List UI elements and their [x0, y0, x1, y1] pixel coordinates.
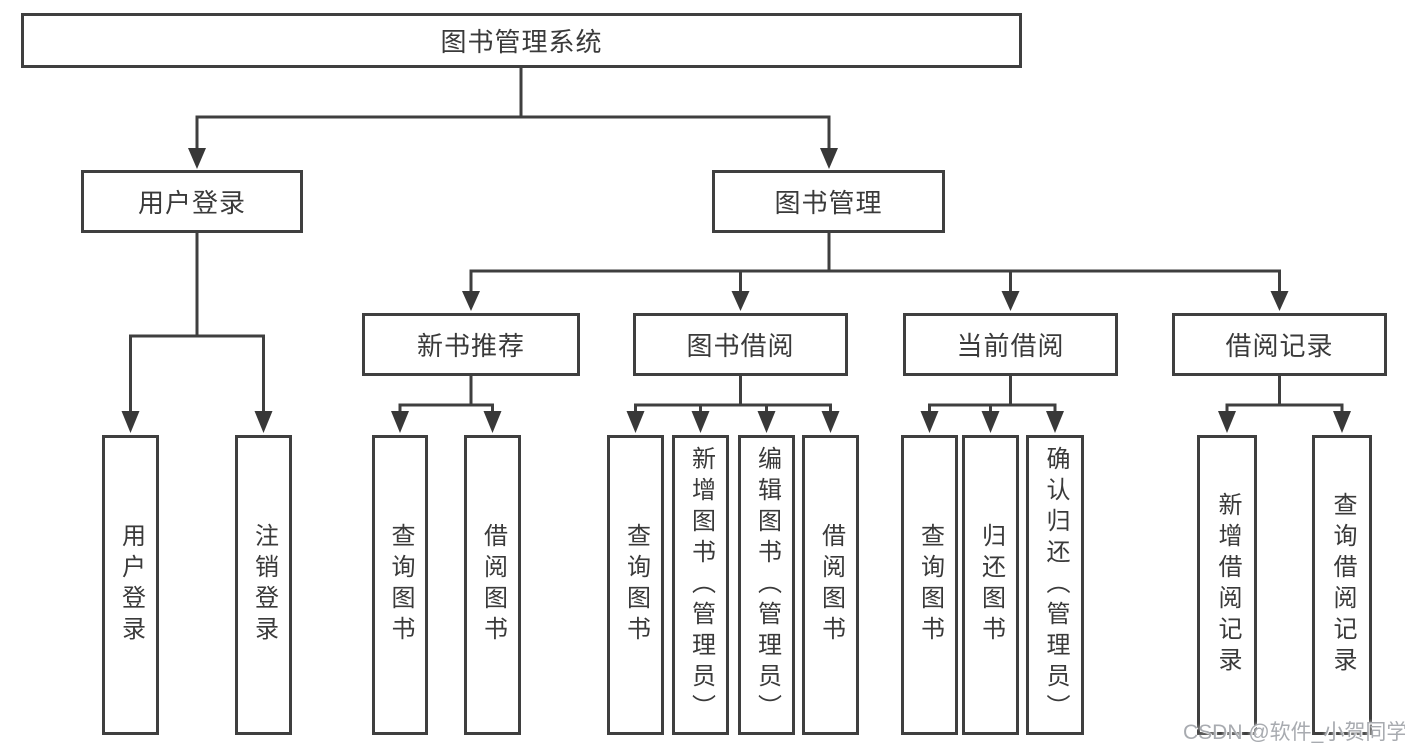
arrow-icon — [1270, 291, 1289, 311]
connector-root-to-level2 — [195, 64, 831, 152]
leaf-query-books-recommend-label: 查询图书 — [387, 523, 414, 647]
node-user-login: 用户登录 — [81, 170, 303, 233]
connector-current-to-leaves — [928, 372, 1057, 414]
leaf-logout-login-label: 注销登录 — [250, 523, 278, 647]
arrow-icon — [821, 411, 840, 433]
leaf-query-books-borrow: 查询图书 — [607, 435, 664, 735]
leaf-borrow-books-recommend: 借阅图书 — [464, 435, 521, 735]
arrow-icon — [1046, 411, 1064, 433]
arrow-icon — [188, 148, 206, 169]
connector-recommend-to-leaves — [398, 372, 494, 414]
leaf-borrow-books-recommend-label: 借阅图书 — [479, 523, 507, 647]
leaf-user-login-label: 用户登录 — [117, 523, 145, 647]
arrow-icon — [121, 411, 140, 433]
arrowheads — [121, 148, 1351, 433]
leaf-query-borrow-record-label: 查询借阅记录 — [1329, 492, 1356, 678]
arrow-icon — [391, 411, 409, 433]
leaf-add-borrow-record: 新增借阅记录 — [1197, 435, 1257, 735]
node-root: 图书管理系统 — [21, 13, 1022, 68]
leaf-confirm-return-admin: 确认归还（管理员） — [1026, 435, 1084, 735]
leaf-borrow-books-label: 借阅图书 — [817, 523, 845, 647]
arrow-icon — [254, 411, 273, 433]
node-book-management-label: 图书管理 — [774, 188, 883, 218]
leaf-borrow-books: 借阅图书 — [802, 435, 859, 735]
arrow-icon — [820, 148, 838, 169]
leaf-edit-books-admin: 编辑图书（管理员） — [738, 435, 795, 735]
arrow-icon — [626, 411, 645, 433]
arrow-icon — [757, 411, 776, 433]
leaf-query-books-recommend: 查询图书 — [372, 435, 428, 735]
leaf-confirm-return-admin-label: 确认归还（管理员） — [1042, 445, 1069, 725]
connector-borrow-to-leaves — [634, 372, 832, 414]
arrow-icon — [731, 291, 750, 311]
node-borrow-records-label: 借阅记录 — [1225, 331, 1334, 361]
leaf-add-books-admin-label: 新增图书（管理员） — [687, 445, 715, 725]
leaf-user-login: 用户登录 — [102, 435, 159, 735]
node-new-book-recommend: 新书推荐 — [362, 313, 580, 376]
arrow-icon — [1218, 411, 1236, 433]
csdn-watermark: CSDN @软件_小贺同学 — [1183, 721, 1405, 744]
arrow-icon — [1333, 411, 1351, 433]
node-borrow-records: 借阅记录 — [1172, 313, 1387, 376]
arrow-icon — [981, 411, 1000, 433]
arrow-icon — [691, 411, 710, 433]
leaf-add-borrow-record-label: 新增借阅记录 — [1214, 492, 1241, 678]
arrow-icon — [462, 291, 480, 311]
leaf-return-books-label: 归还图书 — [977, 523, 1005, 647]
arrow-icon — [920, 411, 939, 433]
leaf-query-books-borrow-label: 查询图书 — [622, 523, 650, 647]
leaf-edit-books-admin-label: 编辑图书（管理员） — [753, 445, 781, 725]
leaf-add-books-admin: 新增图书（管理员） — [672, 435, 729, 735]
leaf-query-books-current: 查询图书 — [901, 435, 958, 735]
leaf-query-books-current-label: 查询图书 — [916, 523, 944, 647]
node-current-borrow-label: 当前借阅 — [956, 331, 1065, 361]
leaf-return-books: 归还图书 — [962, 435, 1019, 735]
node-user-login-label: 用户登录 — [137, 188, 246, 218]
arrow-icon — [1001, 291, 1020, 311]
connector-records-to-leaves — [1225, 372, 1344, 414]
leaf-query-borrow-record: 查询借阅记录 — [1312, 435, 1372, 735]
node-current-borrow: 当前借阅 — [903, 313, 1118, 376]
node-book-management: 图书管理 — [712, 170, 945, 233]
leaf-logout-login: 注销登录 — [235, 435, 292, 735]
arrow-icon — [483, 411, 502, 433]
node-book-borrow-label: 图书借阅 — [686, 331, 795, 361]
connector-bookmgmt-to-level3 — [469, 229, 1281, 294]
node-new-book-recommend-label: 新书推荐 — [416, 331, 525, 361]
node-root-label: 图书管理系统 — [440, 27, 603, 57]
node-book-borrow: 图书借阅 — [633, 313, 848, 376]
connector-userlogin-to-leaves — [129, 229, 265, 414]
